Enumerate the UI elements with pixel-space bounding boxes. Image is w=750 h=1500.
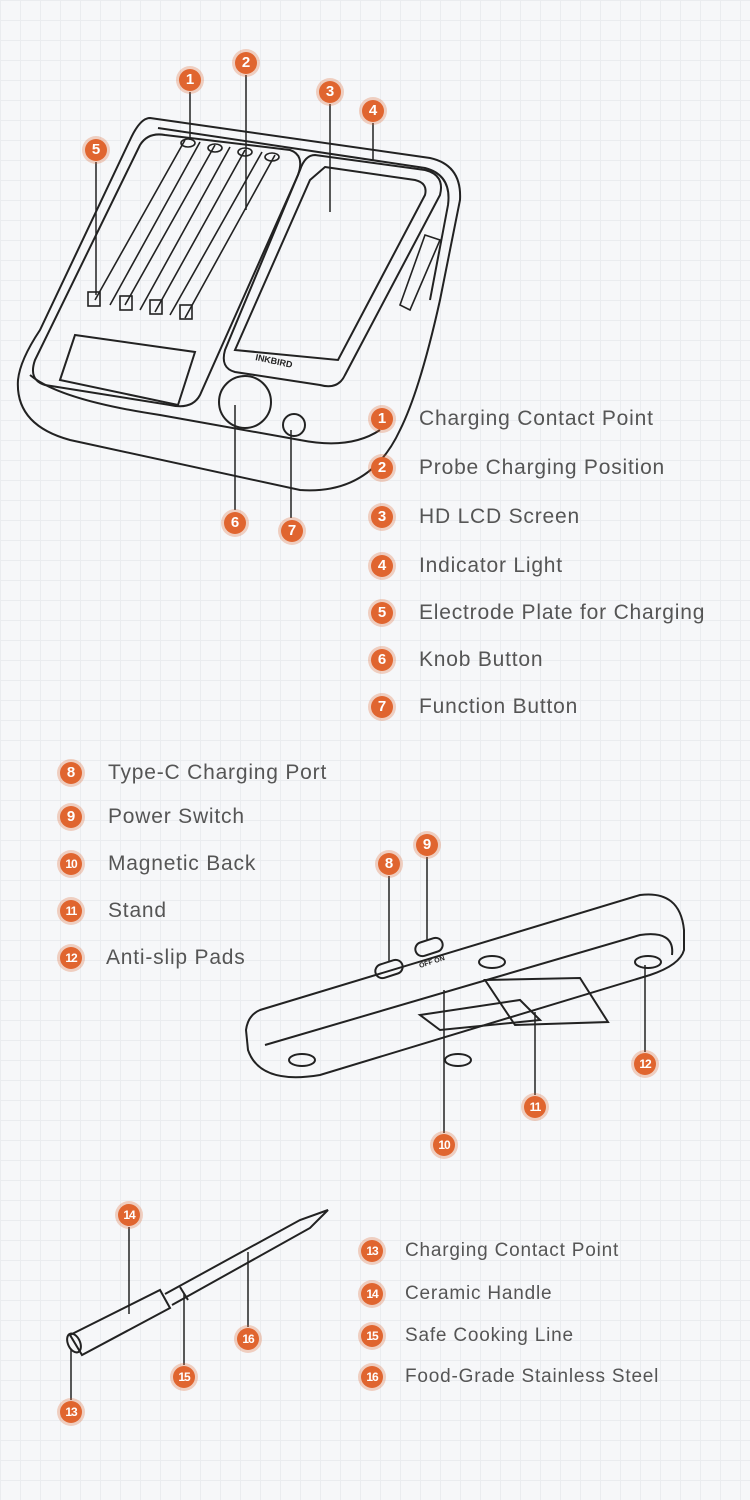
callout-badge-5: 5 [85,139,107,161]
callout-badge-7: 7 [281,520,303,542]
callout-badge-13: 13 [60,1401,82,1423]
back-view-drawing: OFF ON [244,857,685,1133]
legend-badge-12: 12 [60,947,82,969]
legend-badge-9: 9 [60,806,82,828]
legend-label-8: Type-C Charging Port [108,761,328,784]
legend-label-15: Safe Cooking Line [405,1325,574,1346]
legend-badge-15: 15 [361,1325,383,1347]
callout-badge-1: 1 [179,69,201,91]
legend-badge-14: 14 [361,1283,383,1305]
legend-badge-6: 6 [371,649,393,671]
legend-label-5: Electrode Plate for Charging [419,601,706,624]
legend-badge-5: 5 [371,602,393,624]
callout-badge-15: 15 [173,1366,195,1388]
callout-badge-6: 6 [224,512,246,534]
legend-label-14: Ceramic Handle [405,1283,553,1304]
legend-label-9: Power Switch [108,805,245,828]
callout-badge-16: 16 [237,1328,259,1350]
legend-label-1: Charging Contact Point [419,407,654,430]
legend-badge-2: 2 [371,457,393,479]
probe-drawing [66,1209,329,1400]
callout-badge-10: 10 [433,1134,455,1156]
callout-badge-14: 14 [118,1204,140,1226]
legend-label-12: Anti-slip Pads [106,946,246,969]
legend-label-16: Food-Grade Stainless Steel [405,1366,660,1387]
legend-label-10: Magnetic Back [108,852,257,875]
legend-label-13: Charging Contact Point [405,1240,620,1261]
legend-badge-13: 13 [361,1240,383,1262]
callout-badge-12: 12 [634,1053,656,1075]
legend-badge-4: 4 [371,555,393,577]
base-station-drawing: INKBIRD [16,75,462,518]
legend-badge-3: 3 [371,506,393,528]
legend-badge-7: 7 [371,696,393,718]
callout-badge-9: 9 [416,834,438,856]
legend-badge-16: 16 [361,1366,383,1388]
legend-label-7: Function Button [419,695,579,718]
legend-label-4: Indicator Light [419,554,563,577]
callout-badge-2: 2 [235,52,257,74]
callout-badge-11: 11 [524,1096,546,1118]
callout-badge-3: 3 [319,81,341,103]
legend-badge-8: 8 [60,762,82,784]
legend-label-3: HD LCD Screen [419,505,580,528]
callout-badge-4: 4 [362,100,384,122]
legend-label-11: Stand [108,899,167,922]
legend-badge-11: 11 [60,900,82,922]
legend-badge-1: 1 [371,408,393,430]
legend-label-6: Knob Button [419,648,544,671]
legend-badge-10: 10 [60,853,82,875]
legend-label-2: Probe Charging Position [419,456,666,479]
callout-badge-8: 8 [378,853,400,875]
